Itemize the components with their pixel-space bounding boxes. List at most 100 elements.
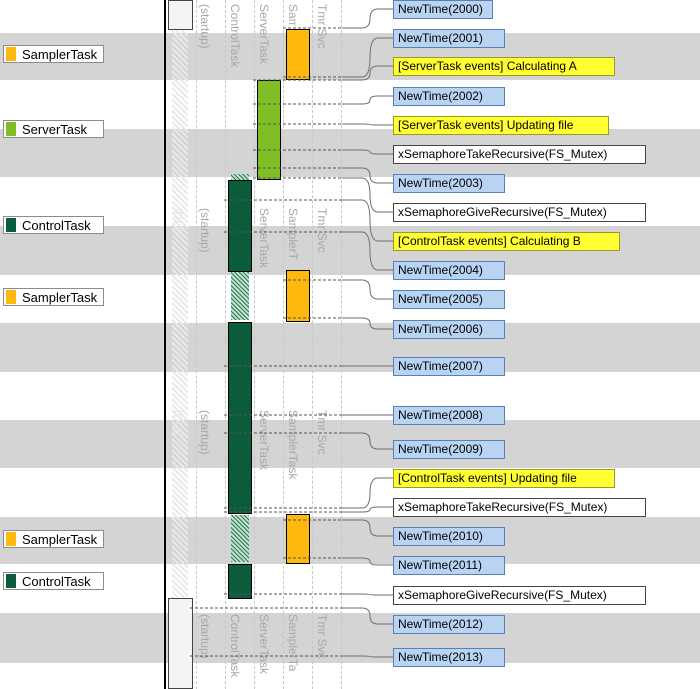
newtime-event-label[interactable]: NewTime(2008) [393,406,505,425]
lane-label-timer: Tmr Svc [315,614,329,659]
newtime-event-label[interactable]: NewTime(2012) [393,615,505,634]
trace-band [0,323,700,372]
event-connector [342,279,393,300]
lane-separator [254,0,255,689]
samplertask-swatch [6,532,16,546]
event-connector [342,95,393,105]
legend-label: SamplerTask [22,531,98,547]
newtime-event-label[interactable]: NewTime(2004) [393,261,505,280]
lane-label-idle: IDLE [171,208,185,235]
controltask-swatch [6,574,16,588]
lane-label-controltask: ControlTask [228,4,242,68]
event-connector [342,37,393,78]
task-switch-label-samplertask[interactable]: SamplerTask [3,530,104,548]
event-connector [342,655,393,658]
event-connector [342,432,393,450]
user-event-label[interactable]: [ControlTask events] Updating file [393,469,615,488]
trace-band [0,420,700,468]
lane-label-samplertask: SamplerTask [286,410,300,480]
kernel-api-event-label[interactable]: xSemaphoreGiveRecursive(FS_Mutex) [393,586,646,605]
newtime-event-label[interactable]: NewTime(2002) [393,87,505,106]
lane-separator [196,0,197,689]
lane-label-startup: (startup) [198,410,212,455]
newtime-event-label[interactable]: NewTime(2000) [393,0,493,19]
newtime-event-label[interactable]: NewTime(2006) [393,320,505,339]
samplertask-swatch [6,290,16,304]
event-connector [342,477,393,509]
samplertask-exec-block[interactable] [286,514,310,564]
newtime-event-label[interactable]: NewTime(2005) [393,290,505,309]
event-connector [342,199,393,242]
event-connector [342,607,393,625]
controltask-ready-block[interactable] [231,515,249,562]
controltask-exec-block[interactable] [228,564,252,599]
event-connector [342,519,393,537]
user-event-label[interactable]: [ControlTask events] Calculating B [393,232,620,251]
samplertask-swatch [6,47,16,61]
task-switch-label-controltask[interactable]: ControlTask [3,216,104,234]
event-connector [342,149,393,155]
task-switch-label-servertask[interactable]: ServerTask [3,120,104,138]
lane-label-servertask: ServerTask [257,208,271,269]
lane-label-timer: Tmr Svc [315,208,329,253]
lane-label-idle: IDLE [171,410,185,437]
trace-band [0,613,700,663]
kernel-api-event-label[interactable]: xSemaphoreTakeRecursive(FS_Mutex) [393,145,646,164]
trace-band [0,517,700,564]
timeline-axis [164,0,166,689]
task-switch-label-samplertask[interactable]: SamplerTask [3,45,104,63]
lane-label-servertask: ServerTask [257,614,271,675]
controltask-swatch [6,218,16,232]
event-connector [342,167,393,184]
newtime-event-label[interactable]: NewTime(2007) [393,357,505,376]
lane-separator [283,0,284,689]
task-switch-label-samplertask[interactable]: SamplerTask [3,288,104,306]
event-connector [342,177,393,213]
idle-lane [172,0,188,689]
lane-label-samplertask: SamplerT [286,208,300,261]
lane-separator [312,0,313,689]
newtime-event-label[interactable]: NewTime(2013) [393,648,505,667]
lane-label-servertask: ServerTask [257,4,271,65]
user-event-label[interactable]: [ServerTask events] Updating file [393,116,609,135]
event-connector [342,123,393,126]
lane-label-startup: (startup) [198,4,212,49]
lane-label-startup: (startup) [198,614,212,659]
event-connector [342,506,393,513]
controltask-exec-block[interactable] [228,322,252,514]
servertask-swatch [6,122,16,136]
event-connector [342,231,393,271]
lane-label-servertask: ServerTask [257,410,271,471]
lane-label-controltask: ControlTask [228,614,242,678]
newtime-event-label[interactable]: NewTime(2011) [393,556,505,575]
startup-block[interactable] [168,598,193,689]
legend-label: ControlTask [22,573,91,589]
controltask-ready-block[interactable] [231,174,249,180]
startup-block[interactable] [168,0,193,30]
event-connector [342,557,393,566]
lane-label-startup: (startup) [198,208,212,253]
task-switch-label-controltask[interactable]: ControlTask [3,572,104,590]
user-event-label[interactable]: [ServerTask events] Calculating A [393,57,615,76]
samplertask-exec-block[interactable] [286,270,310,322]
newtime-event-label[interactable]: NewTime(2009) [393,440,505,459]
controltask-ready-block[interactable] [231,272,249,320]
lane-separator [225,0,226,689]
newtime-event-label[interactable]: NewTime(2001) [393,29,505,48]
lane-label-timer: Tmr Svc [315,410,329,455]
legend-label: SamplerTask [22,46,98,62]
newtime-event-label[interactable]: NewTime(2010) [393,527,505,546]
newtime-event-label[interactable]: NewTime(2003) [393,174,505,193]
event-connector [342,65,393,81]
kernel-api-event-label[interactable]: xSemaphoreTakeRecursive(FS_Mutex) [393,498,646,517]
event-connector [342,8,393,29]
controltask-exec-block[interactable] [228,180,252,272]
lane-label-samplertask: SamplerTask [286,4,300,26]
kernel-api-event-label[interactable]: xSemaphoreGiveRecursive(FS_Mutex) [393,203,646,222]
event-connector [342,317,393,330]
lane-separator [341,0,342,689]
servertask-exec-block[interactable] [257,80,281,180]
samplertask-exec-block[interactable] [286,29,310,80]
